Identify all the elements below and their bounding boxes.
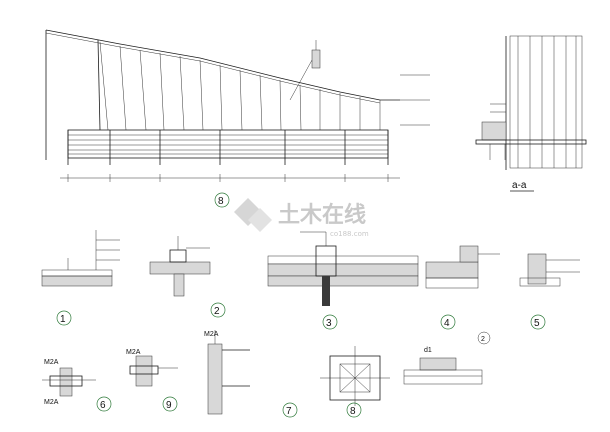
detail-7: M2A — [204, 330, 250, 415]
detail-4 — [425, 245, 500, 289]
detail-number: 8 — [218, 196, 224, 207]
detail-bubble-8-top: 8 — [214, 192, 230, 208]
detail-number: 6 — [100, 400, 106, 411]
callout-marker: 2 — [481, 336, 485, 343]
detail-number: 1 — [60, 314, 66, 325]
detail-9: M2A — [126, 349, 178, 387]
detail-number: 8 — [350, 406, 356, 417]
watermark-subtitle: co188.com — [330, 230, 369, 238]
detail-1 — [41, 230, 120, 287]
section-a-a: a-a — [475, 35, 587, 192]
watermark-title: 土木在线 — [278, 202, 366, 228]
mark-m2a-left: M2A — [44, 359, 59, 366]
detail-bubble-6: 6 — [96, 396, 112, 412]
detail-bubble-9: 9 — [162, 396, 178, 412]
detail-bubble-7: 7 — [282, 402, 298, 418]
detail-bubble-1: 1 — [56, 310, 72, 326]
main-elevation — [45, 29, 430, 182]
detail-bubble-2: 2 — [210, 302, 226, 318]
detail-number: 5 — [534, 318, 540, 329]
detail-8-section: 2 d1 — [403, 331, 491, 385]
detail-number: 9 — [166, 400, 172, 411]
detail-number: 7 — [286, 406, 292, 417]
mark-m2a-mid: M2A — [126, 349, 141, 356]
detail-bubble-4: 4 — [440, 314, 456, 330]
mark-m2a-low: M2A — [44, 399, 59, 406]
detail-3 — [267, 231, 419, 306]
detail-bubble-3: 3 — [322, 314, 338, 330]
detail-8-plan — [320, 346, 390, 406]
section-title: a-a — [512, 180, 527, 191]
watermark: 土木在线 co188.com — [234, 198, 369, 238]
mark-m2a-right: M2A — [204, 331, 219, 338]
detail-number: 2 — [214, 306, 220, 317]
callout-tag: d1 — [424, 347, 432, 354]
detail-number: 4 — [444, 318, 450, 329]
detail-2 — [149, 236, 211, 297]
detail-5 — [519, 253, 580, 287]
detail-6: M2A M2A — [42, 359, 96, 406]
detail-bubble-8-bottom: 8 — [346, 402, 362, 418]
detail-number: 3 — [326, 318, 332, 329]
detail-bubble-5: 5 — [530, 314, 546, 330]
